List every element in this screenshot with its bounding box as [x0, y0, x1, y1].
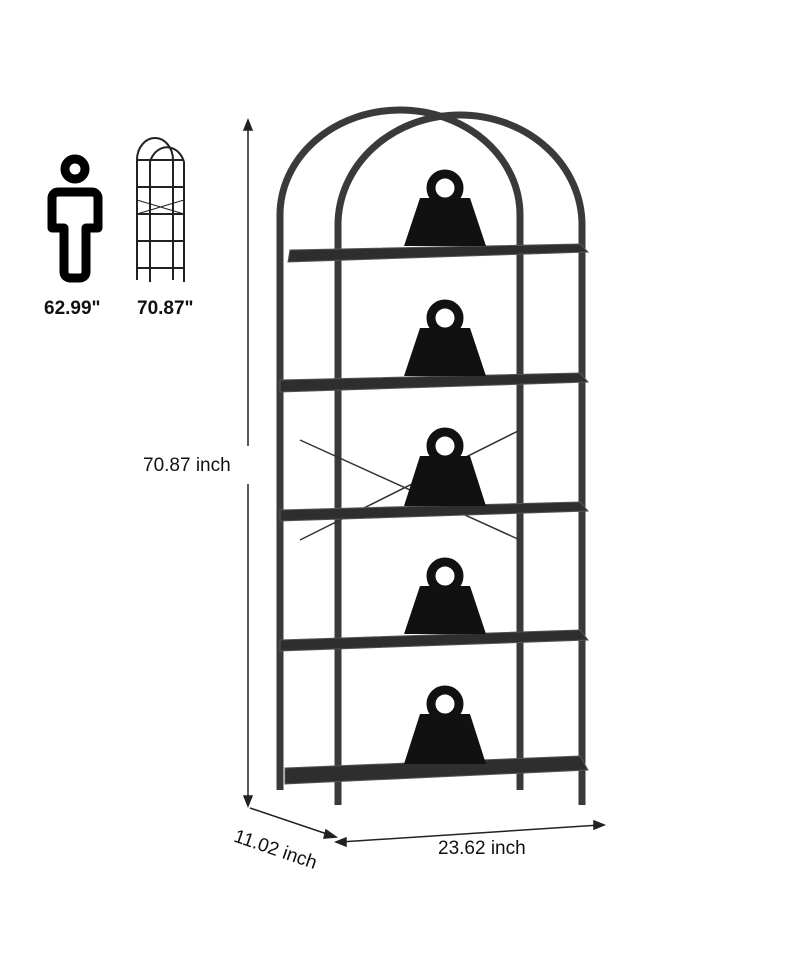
person-icon — [47, 154, 103, 283]
front-arch — [334, 111, 586, 805]
shelf-1 — [287, 243, 590, 263]
back-arch — [276, 106, 524, 790]
height-label: 70.87 inch — [143, 455, 231, 477]
shelf-thumbnail-icon — [136, 137, 185, 282]
weight-5 — [404, 685, 486, 764]
bookshelf — [276, 106, 586, 805]
weight-3 — [404, 427, 486, 506]
weight-2 — [404, 299, 486, 376]
dimension-lines — [242, 117, 607, 848]
weights — [404, 169, 486, 764]
width-label: 23.62 inch — [438, 838, 526, 859]
shelf-height-label: 70.87" — [137, 298, 194, 319]
person-height-label: 62.99" — [44, 298, 101, 319]
weight-4 — [404, 557, 486, 634]
weight-1 — [404, 169, 486, 246]
